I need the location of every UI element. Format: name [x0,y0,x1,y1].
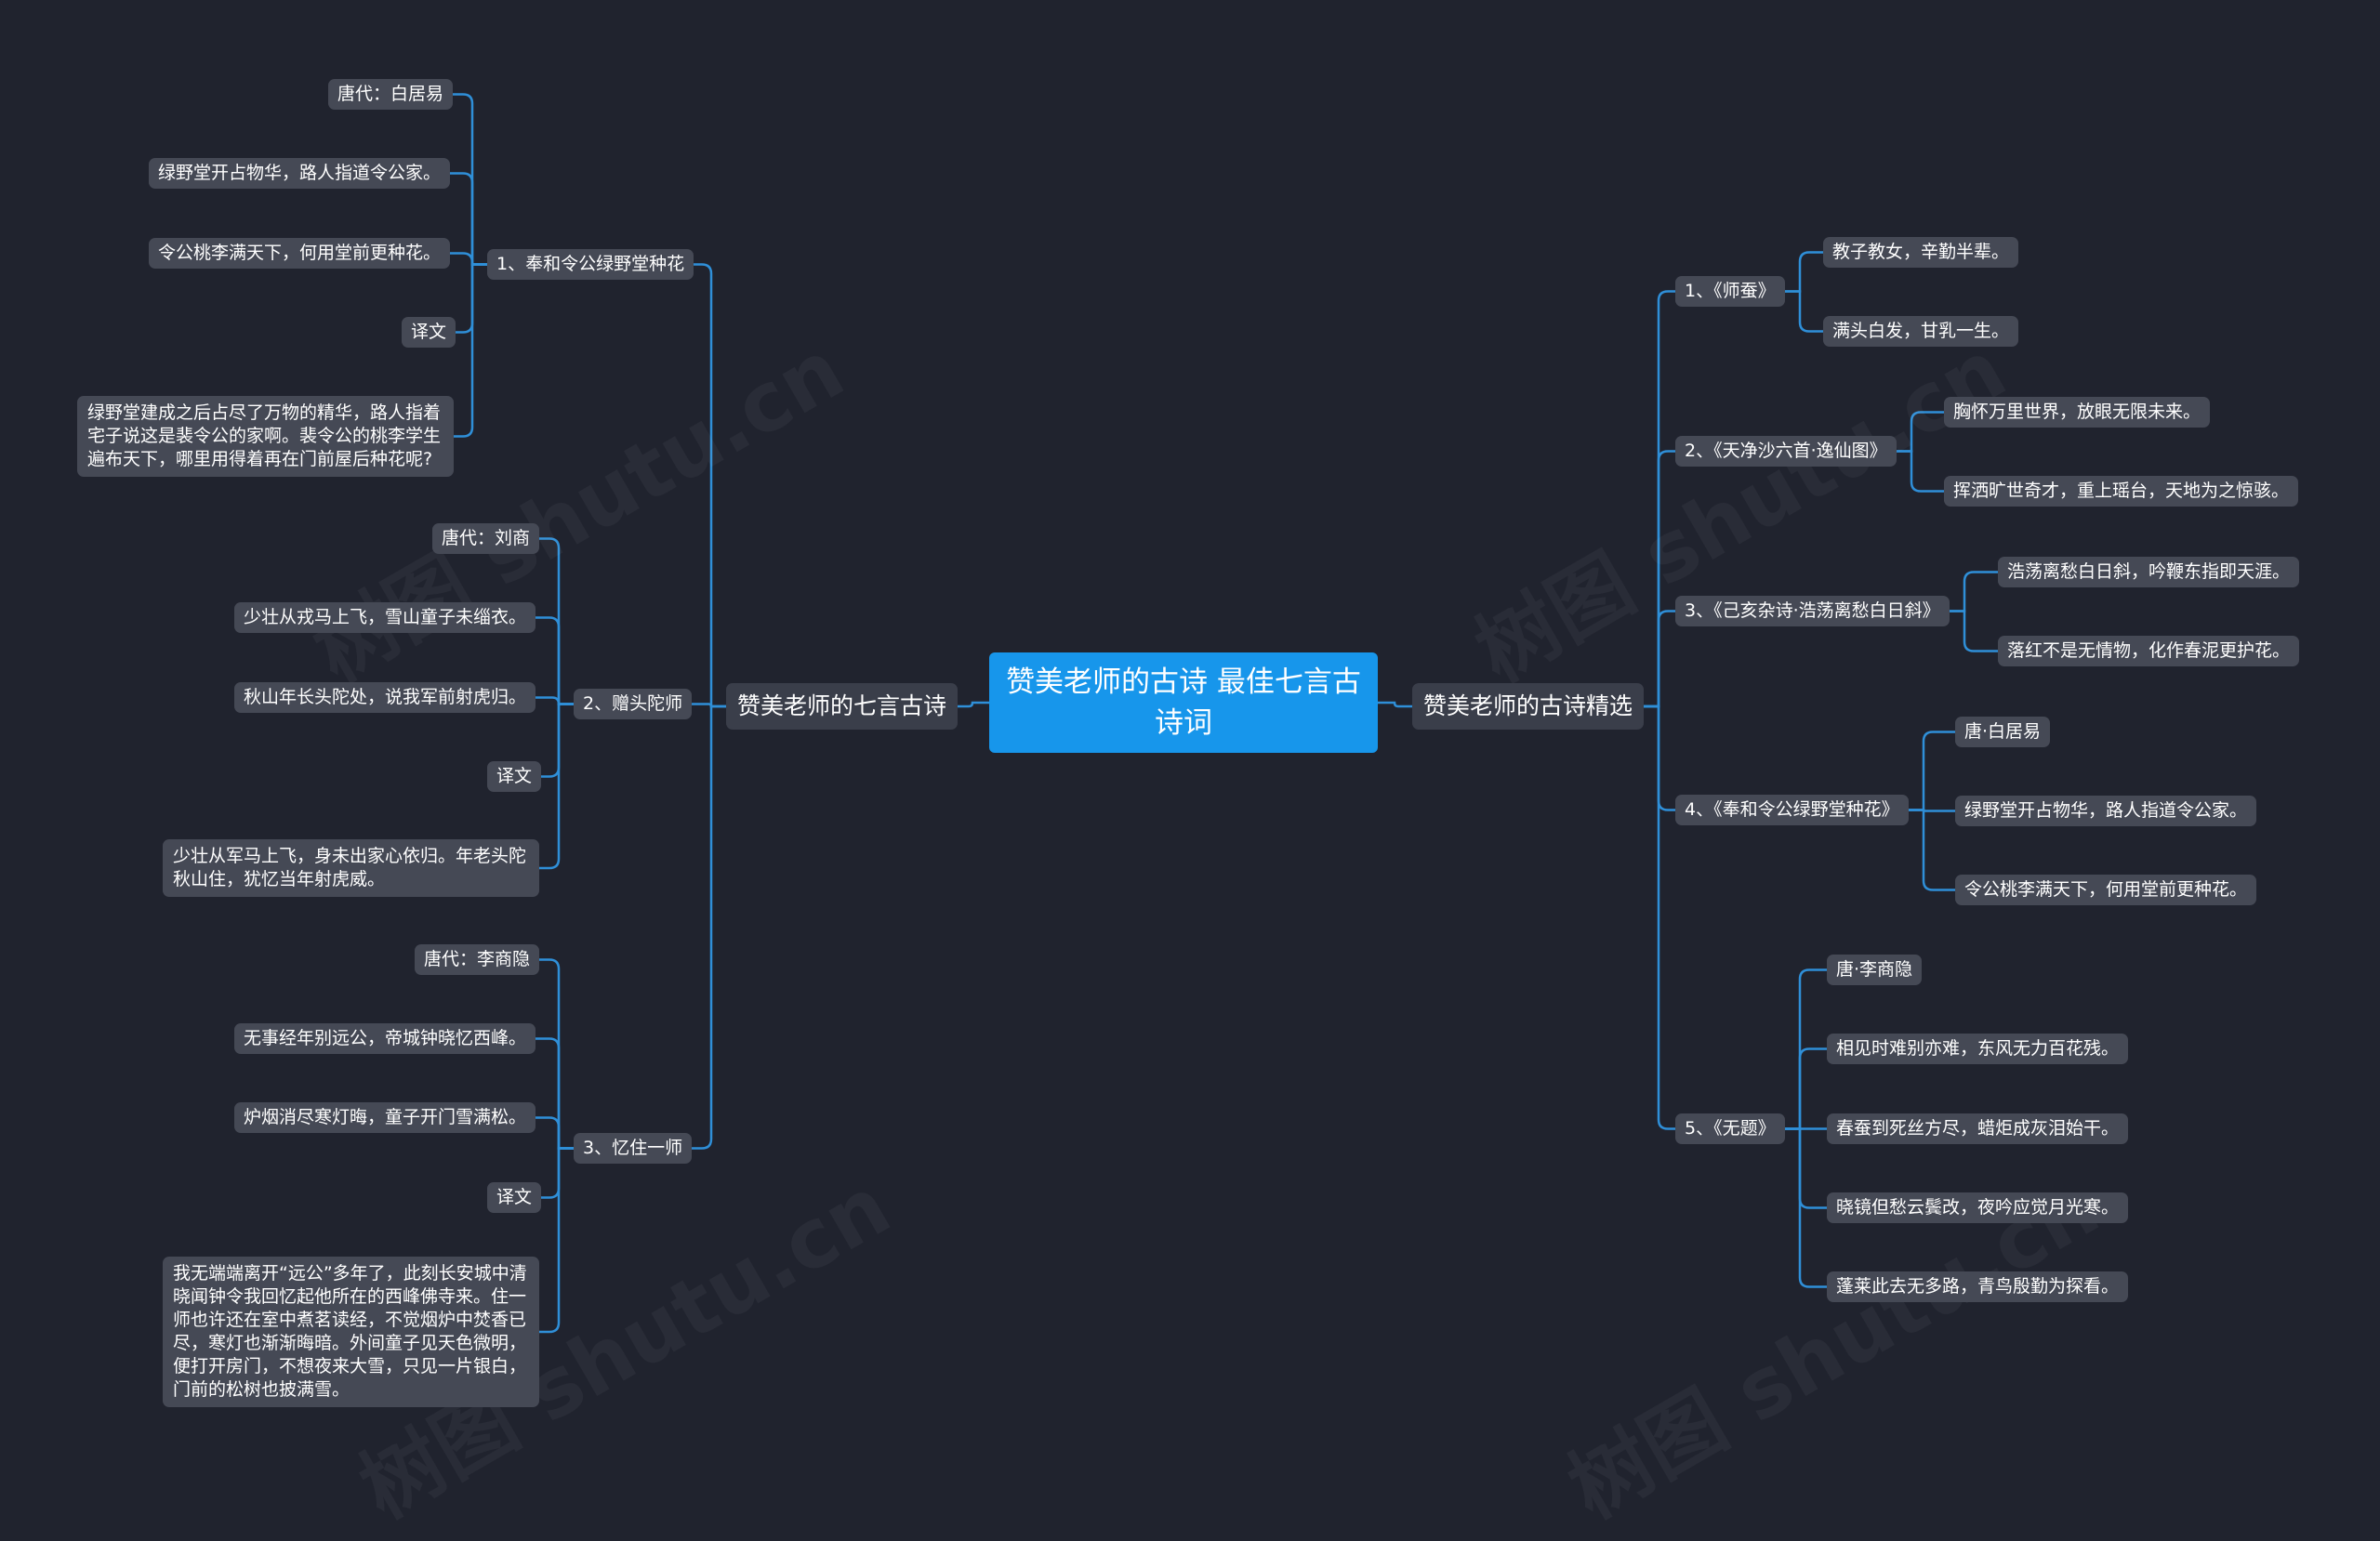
connector [450,252,487,266]
root-topic[interactable]: 赞美老师的古诗 最佳七言古诗词 [989,652,1378,753]
connector [453,93,487,266]
left-group-2[interactable]: 2、赠头陀师 [574,689,693,719]
connector [1785,251,1823,293]
connector [692,705,726,1150]
connector [1909,809,1955,891]
connector [1644,290,1675,708]
right-group-3[interactable]: 3、《己亥杂诗·浩荡离愁白日斜》 [1675,596,1950,626]
leaf-node[interactable]: 晓镜但愁云鬓改，夜吟应觉月光寒。 [1827,1192,2129,1223]
connector [1785,968,1827,1130]
leaf-node[interactable]: 胸怀万里世界，放眼无限未来。 [1944,397,2211,428]
left-group-3[interactable]: 3、忆住一师 [574,1133,693,1164]
connector [536,1037,574,1150]
leaf-node[interactable]: 令公桃李满天下，何用堂前更种花。 [1955,875,2257,905]
leaf-node[interactable]: 炉烟消尽寒灯晦，童子开门雪满松。 [234,1102,536,1133]
branch-right-main[interactable]: 赞美老师的古诗精选 [1412,683,1645,730]
connector [694,263,726,708]
right-group-5[interactable]: 5、《无题》 [1675,1113,1785,1144]
leaf-node[interactable]: 唐·李商隐 [1827,955,1923,985]
leaf-node[interactable]: 绿野堂开占物华，路人指道令公家。 [149,158,451,189]
leaf-node[interactable]: 少壮从军马上飞，身未出家心依归。年老头陀秋山住，犹忆当年射虎威。 [163,839,539,897]
left-group-1[interactable]: 1、奉和令公绿野堂种花 [487,249,694,280]
leaf-node[interactable]: 教子教女，辛勤半辈。 [1823,237,2019,268]
connector [1897,411,1944,453]
leaf-node[interactable]: 春蚕到死丝方尽，蜡炬成灰泪始干。 [1827,1113,2129,1144]
leaf-node[interactable]: 令公桃李满天下，何用堂前更种花。 [149,238,451,269]
connector [1644,705,1675,1130]
connector [1785,1047,1827,1130]
connector [541,703,574,778]
leaf-node[interactable]: 少壮从戎马上飞，雪山童子未缁衣。 [234,602,536,633]
connector [1644,610,1675,708]
leaf-node[interactable]: 唐代：白居易 [328,79,454,110]
connector [1785,1127,1827,1209]
leaf-node[interactable]: 译文 [487,1182,542,1213]
leaf-node[interactable]: 浩荡离愁白日斜，吟鞭东指即天涯。 [1998,557,2300,587]
leaf-node[interactable]: 绿野堂建成之后占尽了万物的精华，路人指着宅子说这是裴令公的家啊。裴令公的桃李学生… [77,396,454,477]
connector-lines [450,93,1998,1334]
leaf-node[interactable]: 译文 [487,761,542,792]
leaf-node[interactable]: 唐·白居易 [1955,717,2051,747]
connector [539,703,574,870]
connector [541,1147,574,1199]
connector [1897,450,1944,493]
leaf-node[interactable]: 落红不是无情物，化作春泥更护花。 [1998,636,2300,666]
leaf-node[interactable]: 唐代：李商隐 [415,944,540,975]
leaf-node[interactable]: 无事经年别远公，帝城钟晓忆西峰。 [234,1023,536,1054]
connector [539,537,574,705]
connector [536,1116,574,1150]
leaf-node[interactable]: 绿野堂开占物华，路人指道令公家。 [1955,796,2257,826]
leaf-node[interactable]: 秋山年长头陀处，说我军前射虎归。 [234,682,536,713]
connector [450,172,487,266]
connector [1644,450,1675,708]
connector [1785,290,1823,333]
connector [536,616,574,705]
connector [1378,701,1412,708]
connector [539,1147,574,1334]
right-group-2[interactable]: 2、《天净沙六首·逸仙图》 [1675,436,1897,467]
connector [1950,571,1998,612]
leaf-node[interactable]: 唐代：刘商 [432,523,540,554]
connector [539,958,574,1150]
leaf-node[interactable]: 蓬莱此去无多路，青鸟殷勤为探看。 [1827,1271,2129,1302]
right-group-4[interactable]: 4、《奉和令公绿野堂种花》 [1675,795,1909,825]
leaf-node[interactable]: 相见时难别亦难，东风无力百花残。 [1827,1034,2129,1064]
right-group-1[interactable]: 1、《师蚕》 [1675,276,1785,307]
leaf-node[interactable]: 满头白发，甘乳一生。 [1823,316,2019,347]
leaf-node[interactable]: 译文 [402,317,456,348]
leaf-node[interactable]: 我无端端离开“远公”多年了，此刻长安城中清晓闻钟令我回忆起他所在的西峰佛寺来。住… [163,1257,539,1407]
leaf-node[interactable]: 挥洒旷世奇才，重上瑶台，天地为之惊骇。 [1944,476,2299,507]
connector [1909,731,1955,811]
branch-left-main[interactable]: 赞美老师的七言古诗 [726,683,959,730]
connector [958,701,989,708]
connector [1950,610,1998,652]
connector [454,263,487,438]
connector [1785,1127,1827,1288]
